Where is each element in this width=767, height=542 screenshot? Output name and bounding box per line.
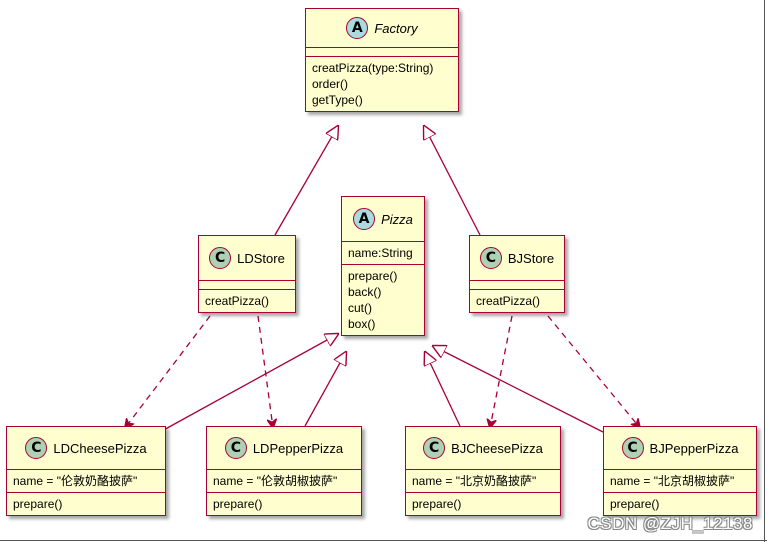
ldcheesepizza-class: C LDCheesePizza name = "伦敦奶酪披萨" prepare(… bbox=[6, 426, 166, 516]
abstract-badge-icon: A bbox=[353, 208, 376, 230]
field: name = "伦敦胡椒披萨" bbox=[213, 474, 338, 488]
methods-section: creatPizza(type:String) order() getType(… bbox=[306, 56, 458, 111]
fields-section: name = "北京奶酪披萨" bbox=[406, 469, 560, 492]
class-name: BJPepperPizza bbox=[649, 440, 739, 456]
dependency-arrow-ldstore-ldpepper bbox=[257, 315, 273, 428]
inheritance-arrow-bjcheese-pizza bbox=[425, 352, 461, 427]
methods-section: prepare() bbox=[604, 492, 756, 515]
class-badge-icon: C bbox=[423, 437, 446, 459]
class-name: LDPepperPizza bbox=[252, 440, 344, 456]
method: creatPizza(type:String) bbox=[312, 61, 434, 75]
class-name: Factory bbox=[374, 20, 418, 36]
methods-section: prepare() bbox=[207, 492, 361, 515]
dependency-arrow-bjstore-bjcheese bbox=[490, 315, 513, 428]
method: box() bbox=[348, 317, 376, 331]
factory-class: A Factory creatPizza(type:String) order(… bbox=[305, 8, 459, 112]
field: name = "伦敦奶酪披萨" bbox=[13, 474, 138, 488]
frame-edge bbox=[0, 540, 767, 541]
class-name: Pizza bbox=[381, 211, 413, 227]
methods-section: prepare() bbox=[406, 492, 560, 515]
inheritance-arrow-bjpepper-pizza bbox=[433, 346, 604, 433]
class-badge-icon: C bbox=[621, 437, 644, 459]
class-badge-icon: C bbox=[479, 247, 502, 269]
watermark: CSDN @ZJH_12138 bbox=[587, 514, 753, 533]
class-badge-icon: C bbox=[224, 437, 247, 459]
method: prepare() bbox=[348, 269, 398, 283]
method: creatPizza() bbox=[205, 294, 270, 308]
methods-section: creatPizza() bbox=[199, 289, 295, 312]
field: name = "北京奶酪披萨" bbox=[412, 474, 537, 488]
bjstore-class: C BJStore creatPizza() bbox=[469, 235, 565, 313]
dependency-arrow-bjstore-bjpepper bbox=[547, 315, 640, 428]
inheritance-arrow-ldcheese-pizza bbox=[159, 334, 338, 433]
fields-section bbox=[470, 280, 564, 289]
method: getType() bbox=[312, 93, 363, 107]
pizza-class: A Pizza name:String prepare() back() cut… bbox=[341, 196, 425, 336]
inheritance-arrow-bjstore-factory bbox=[424, 126, 481, 236]
class-name: BJStore bbox=[507, 250, 555, 266]
class-badge-icon: C bbox=[209, 247, 232, 269]
method: prepare() bbox=[610, 497, 660, 511]
method: back() bbox=[348, 285, 382, 299]
bjpepperpizza-class: C BJPepperPizza name = "北京胡椒披萨" prepare(… bbox=[603, 426, 757, 516]
field: name = "北京胡椒披萨" bbox=[610, 474, 735, 488]
inheritance-arrow-ldstore-factory bbox=[274, 126, 338, 236]
class-name: LDStore bbox=[237, 250, 285, 266]
methods-section: prepare() bbox=[7, 492, 165, 515]
bjcheesepizza-class: C BJCheesePizza name = "北京奶酪披萨" prepare(… bbox=[405, 426, 561, 516]
abstract-badge-icon: A bbox=[346, 17, 369, 39]
methods-section: prepare() back() cut() box() bbox=[342, 264, 424, 335]
ldpepperpizza-class: C LDPepperPizza name = "伦敦胡椒披萨" prepare(… bbox=[206, 426, 362, 516]
method: prepare() bbox=[13, 497, 63, 511]
method: order() bbox=[312, 77, 349, 91]
fields-section: name = "伦敦胡椒披萨" bbox=[207, 469, 361, 492]
fields-section bbox=[306, 47, 458, 56]
fields-section: name = "北京胡椒披萨" bbox=[604, 469, 756, 492]
class-badge-icon: C bbox=[25, 437, 48, 459]
field: name:String bbox=[348, 246, 413, 260]
method: prepare() bbox=[412, 497, 462, 511]
ldstore-class: C LDStore creatPizza() bbox=[198, 235, 296, 313]
dependency-arrow-ldstore-ldcheese bbox=[125, 315, 211, 428]
class-name: BJCheesePizza bbox=[451, 440, 543, 456]
fields-section: name:String bbox=[342, 241, 424, 264]
fields-section: name = "伦敦奶酪披萨" bbox=[7, 469, 165, 492]
method: cut() bbox=[348, 301, 372, 315]
method: prepare() bbox=[213, 497, 263, 511]
fields-section bbox=[199, 280, 295, 289]
inheritance-arrow-ldpepper-pizza bbox=[304, 352, 346, 427]
methods-section: creatPizza() bbox=[470, 289, 564, 312]
class-name: LDCheesePizza bbox=[53, 440, 147, 456]
method: creatPizza() bbox=[476, 294, 541, 308]
frame-edge bbox=[764, 0, 765, 542]
